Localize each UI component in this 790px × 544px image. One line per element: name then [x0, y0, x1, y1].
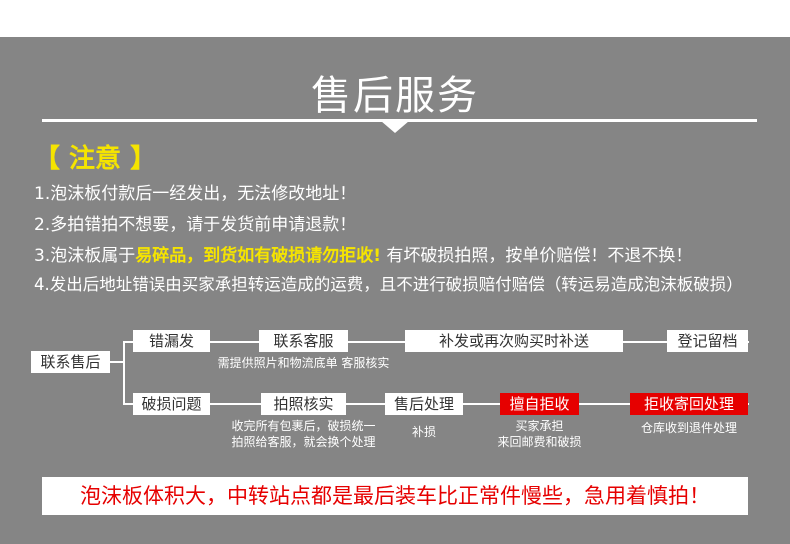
row1-step1: 错漏发: [133, 330, 210, 352]
row1-step3: 补发或再次购买时补送: [405, 330, 623, 352]
row2-step2-note-2: 拍照给客服，就会换个处理: [231, 435, 376, 449]
rule-2: 2.多拍错拍不想要，请于发货前申请退款！: [34, 215, 357, 235]
rule-3: 3.泡沫板属于易碎品，到货如有破损请勿拒收! 有坏破损拍照，按单价赔偿！不退不换…: [34, 241, 692, 266]
rule-3-prefix: 3.泡沫板属于: [34, 246, 136, 266]
warning-banner: 泡沫板体积大，中转站点都是最后装车比正常件慢些，急用着慎拍！: [42, 477, 748, 515]
notice-label: 【 注意 】: [34, 144, 157, 174]
rule-3-highlight: 易碎品，到货如有破损请勿拒收!: [135, 246, 381, 266]
row2-step4-note-1: 买家承担: [515, 419, 564, 433]
page-title: 售后服务: [311, 73, 479, 119]
rule-3-suffix: 有坏破损拍照，按单价赔偿！不退不换！: [386, 246, 693, 266]
title-divider: [42, 119, 757, 122]
row2-step3: 售后处理: [385, 393, 463, 415]
row2-step4: 擅自拒收: [500, 393, 579, 415]
flow-root: 联系售后: [31, 351, 110, 373]
divider-arrow-icon: [381, 121, 409, 133]
row2-step5-note: 仓库收到退件处理: [640, 421, 737, 435]
root-connector: [110, 361, 124, 363]
row1-step4: 登记留档: [667, 330, 748, 352]
row1-step2-note: 需提供照片和物流底单 客服核实: [217, 356, 390, 370]
row2-step3-note: 补损: [411, 425, 436, 439]
row2-step2-note-1: 收完所有包裹后，破损统一: [231, 419, 376, 433]
row1-step2: 联系客服: [259, 330, 348, 352]
row2-step5: 拒收寄回处理: [630, 393, 748, 415]
row2-step4-note-2: 来回邮费和破损: [497, 435, 582, 449]
row2-step1: 破损问题: [133, 393, 210, 415]
rule-1: 1.泡沫板付款后一经发出，无法修改地址！: [34, 184, 357, 204]
row2-step2: 拍照核实: [261, 393, 346, 415]
rule-4: 4.发出后地址错误由买家承担转运造成的运费，且不进行破损赔付赔偿（转运易造成泡沫…: [34, 275, 743, 294]
branch-vertical: [123, 341, 125, 404]
